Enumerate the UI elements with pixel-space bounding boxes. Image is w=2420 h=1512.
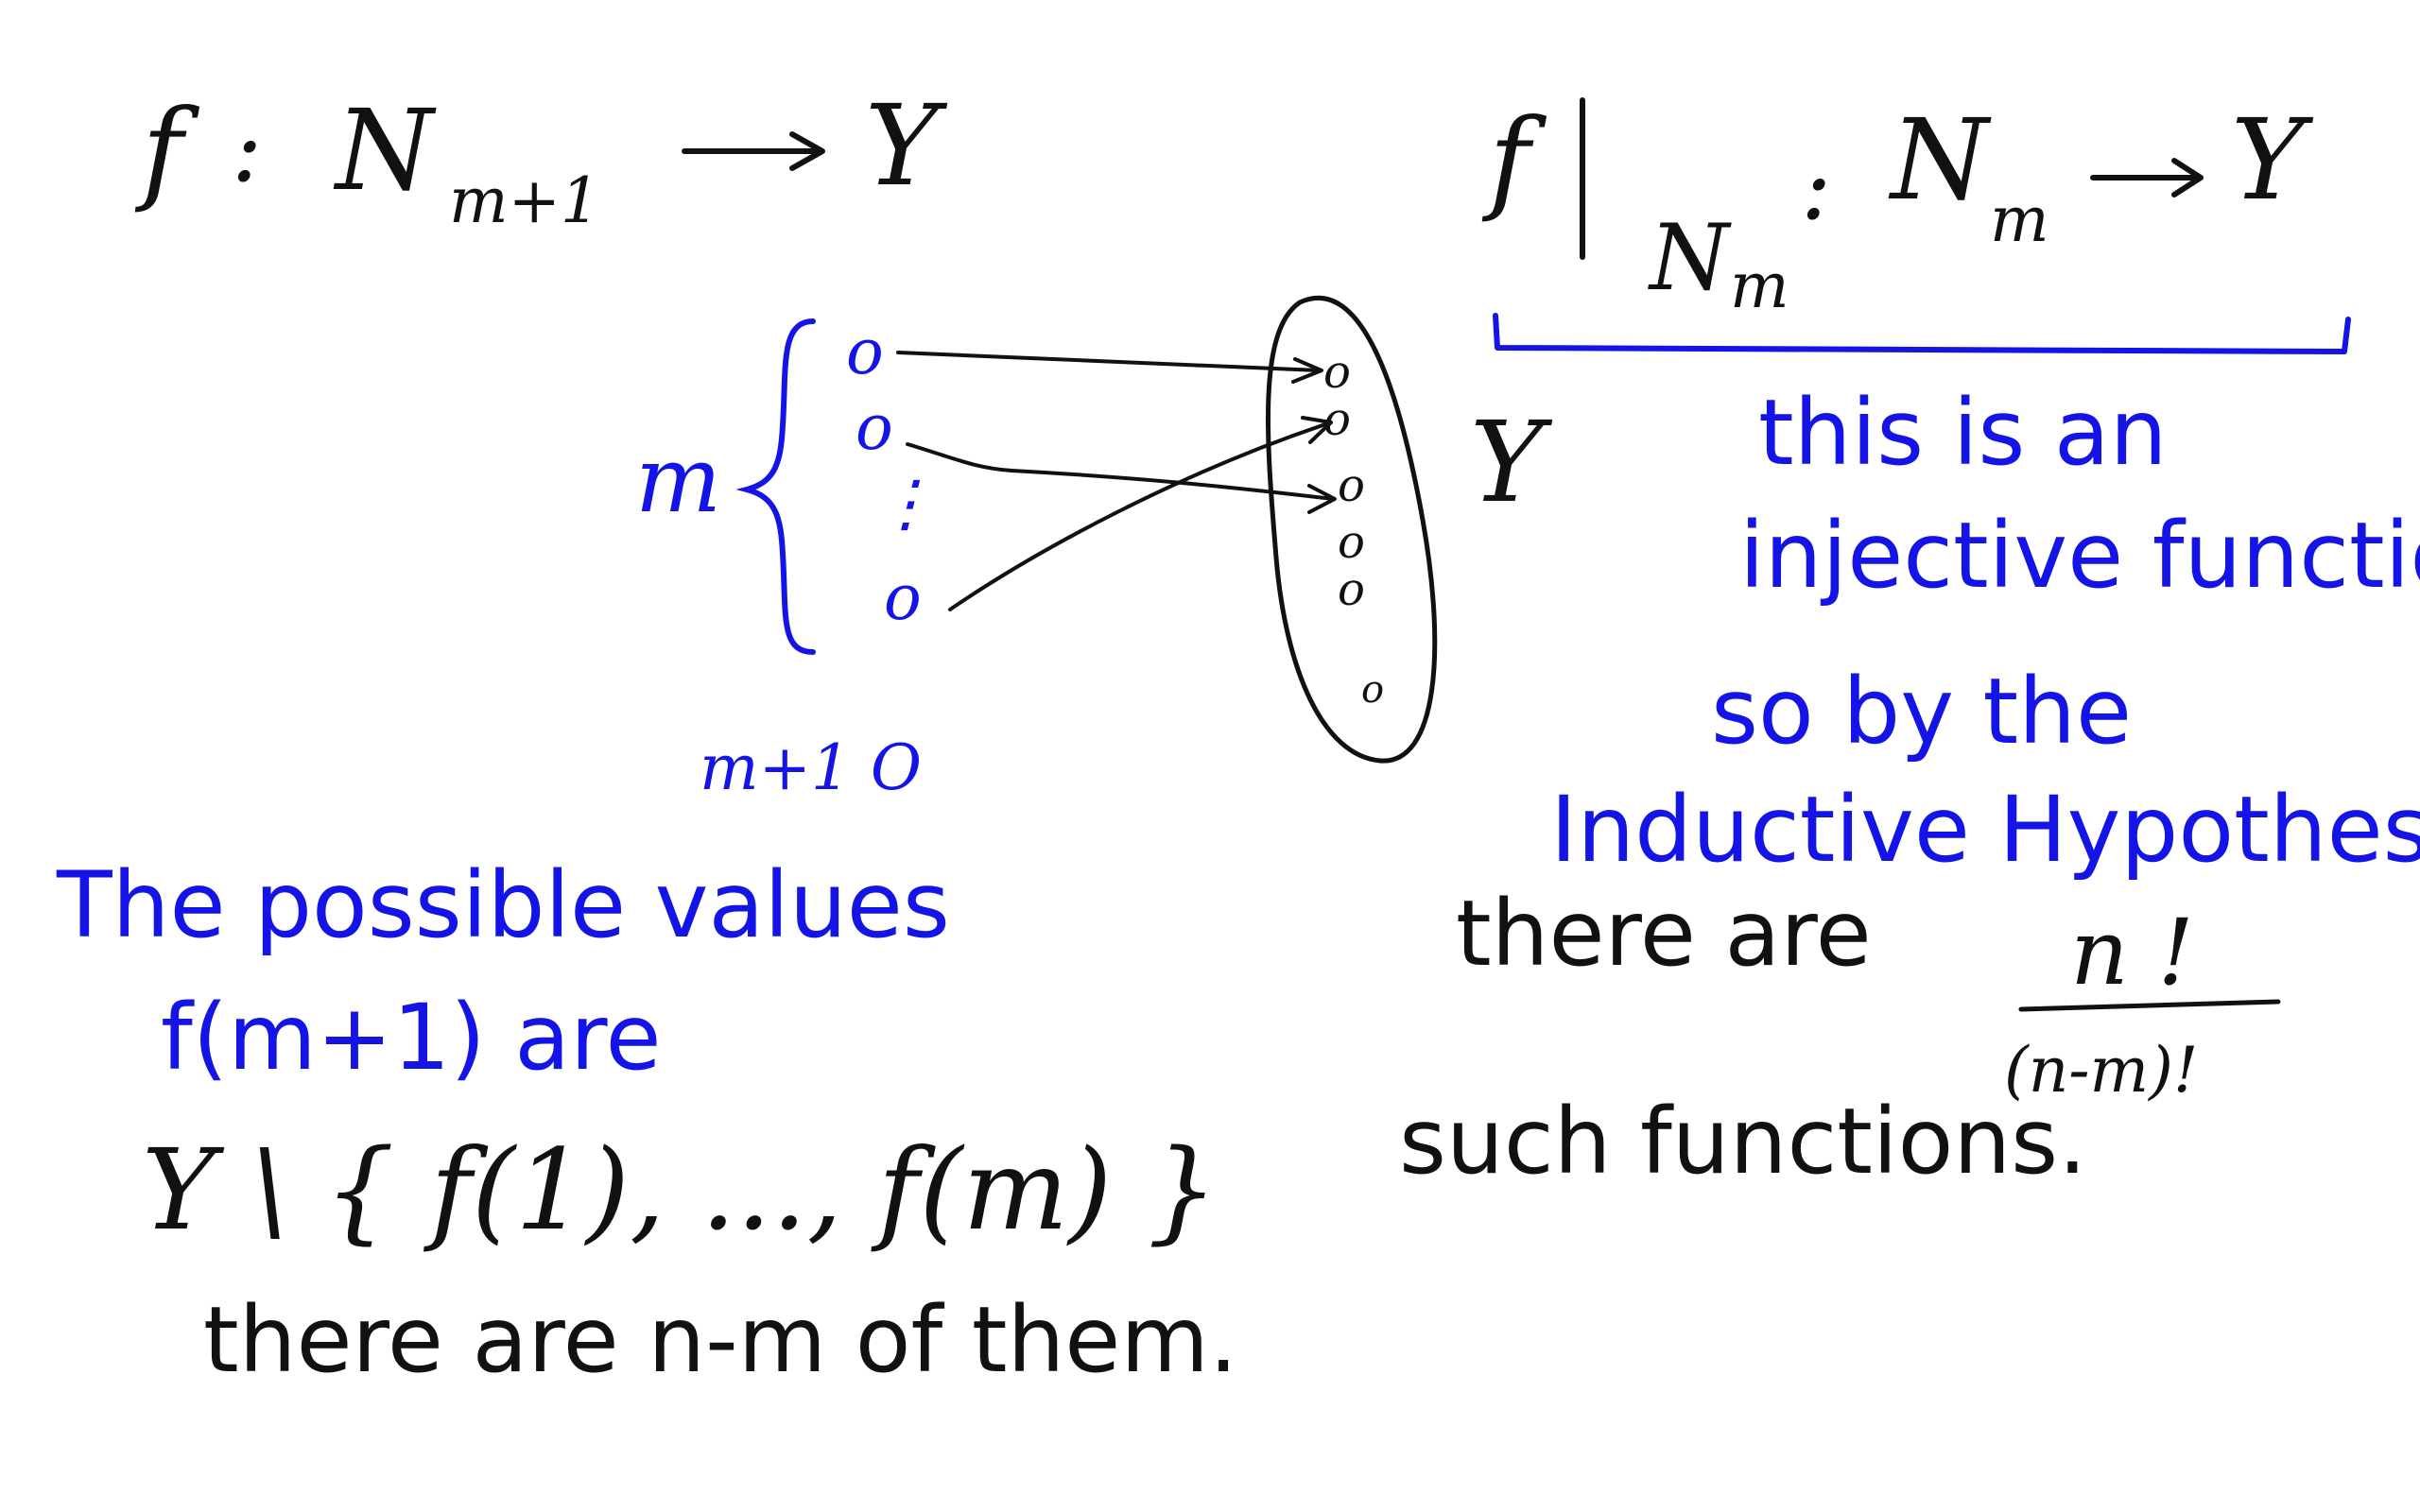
arrow-icon <box>682 131 825 171</box>
domain-size-label: m <box>635 427 722 533</box>
codomain-dot: o <box>1323 393 1351 446</box>
set-difference-expression: Y \ { f(1), ..., f(m) } <box>142 1125 1219 1255</box>
formula-domain-subscript: m+1 <box>449 164 600 237</box>
formula-f: f <box>142 85 183 215</box>
possible-values-line-1: The possible values <box>57 852 950 958</box>
codomain-dot: o <box>1338 563 1365 616</box>
restriction-bar-icon <box>1580 97 1585 260</box>
codomain-dot: o <box>1361 668 1385 712</box>
codomain-dot: o <box>1338 459 1365 512</box>
note-line-4: Inductive Hypothesis <box>1550 777 2420 883</box>
underbrace-icon <box>1493 313 2351 354</box>
note-line-2: injective function <box>1739 503 2420 609</box>
codomain-dot: o <box>1323 346 1351 399</box>
restriction-subscript-m: m <box>1730 249 1789 322</box>
formula-colon: : <box>232 96 263 202</box>
count-line: there are n-m of them. <box>203 1287 1238 1393</box>
fraction-denominator: (n-m)! <box>2004 1034 2199 1107</box>
curly-brace-icon <box>735 318 816 655</box>
possible-values-line-2: f(m+1) are <box>161 985 662 1091</box>
domain-dot: o <box>884 561 922 634</box>
codomain-dot: o <box>1338 516 1365 569</box>
fraction-numerator: n ! <box>2070 900 2194 1005</box>
note-line-1: this is an <box>1758 380 2168 486</box>
formula-domain-N: N <box>336 85 434 215</box>
arrow-icon <box>2090 158 2204 198</box>
there-are-right: there are <box>1456 881 1872 987</box>
restriction-domain-subscript: m <box>1990 183 2049 256</box>
fraction-bar-icon <box>2018 999 2281 1012</box>
restriction-domain-N: N <box>1891 94 1989 225</box>
domain-ellipsis: ⋮ <box>874 467 937 540</box>
note-line-3: so by the <box>1711 659 2133 765</box>
restriction-f: f <box>1489 94 1530 225</box>
such-functions: such functions. <box>1399 1089 2087 1194</box>
restriction-colon: : <box>1801 134 1832 240</box>
domain-dot: o <box>856 391 893 464</box>
codomain-Y-label: Y <box>1470 397 1544 527</box>
codomain-ellipse-icon <box>1265 295 1438 764</box>
domain-dot: o <box>846 316 884 388</box>
formula-codomain-Y: Y <box>865 80 939 211</box>
restriction-codomain-Y: Y <box>2231 94 2305 225</box>
restriction-subscript-N: N <box>1650 205 1729 311</box>
domain-count-label: m+1 O <box>700 731 922 804</box>
